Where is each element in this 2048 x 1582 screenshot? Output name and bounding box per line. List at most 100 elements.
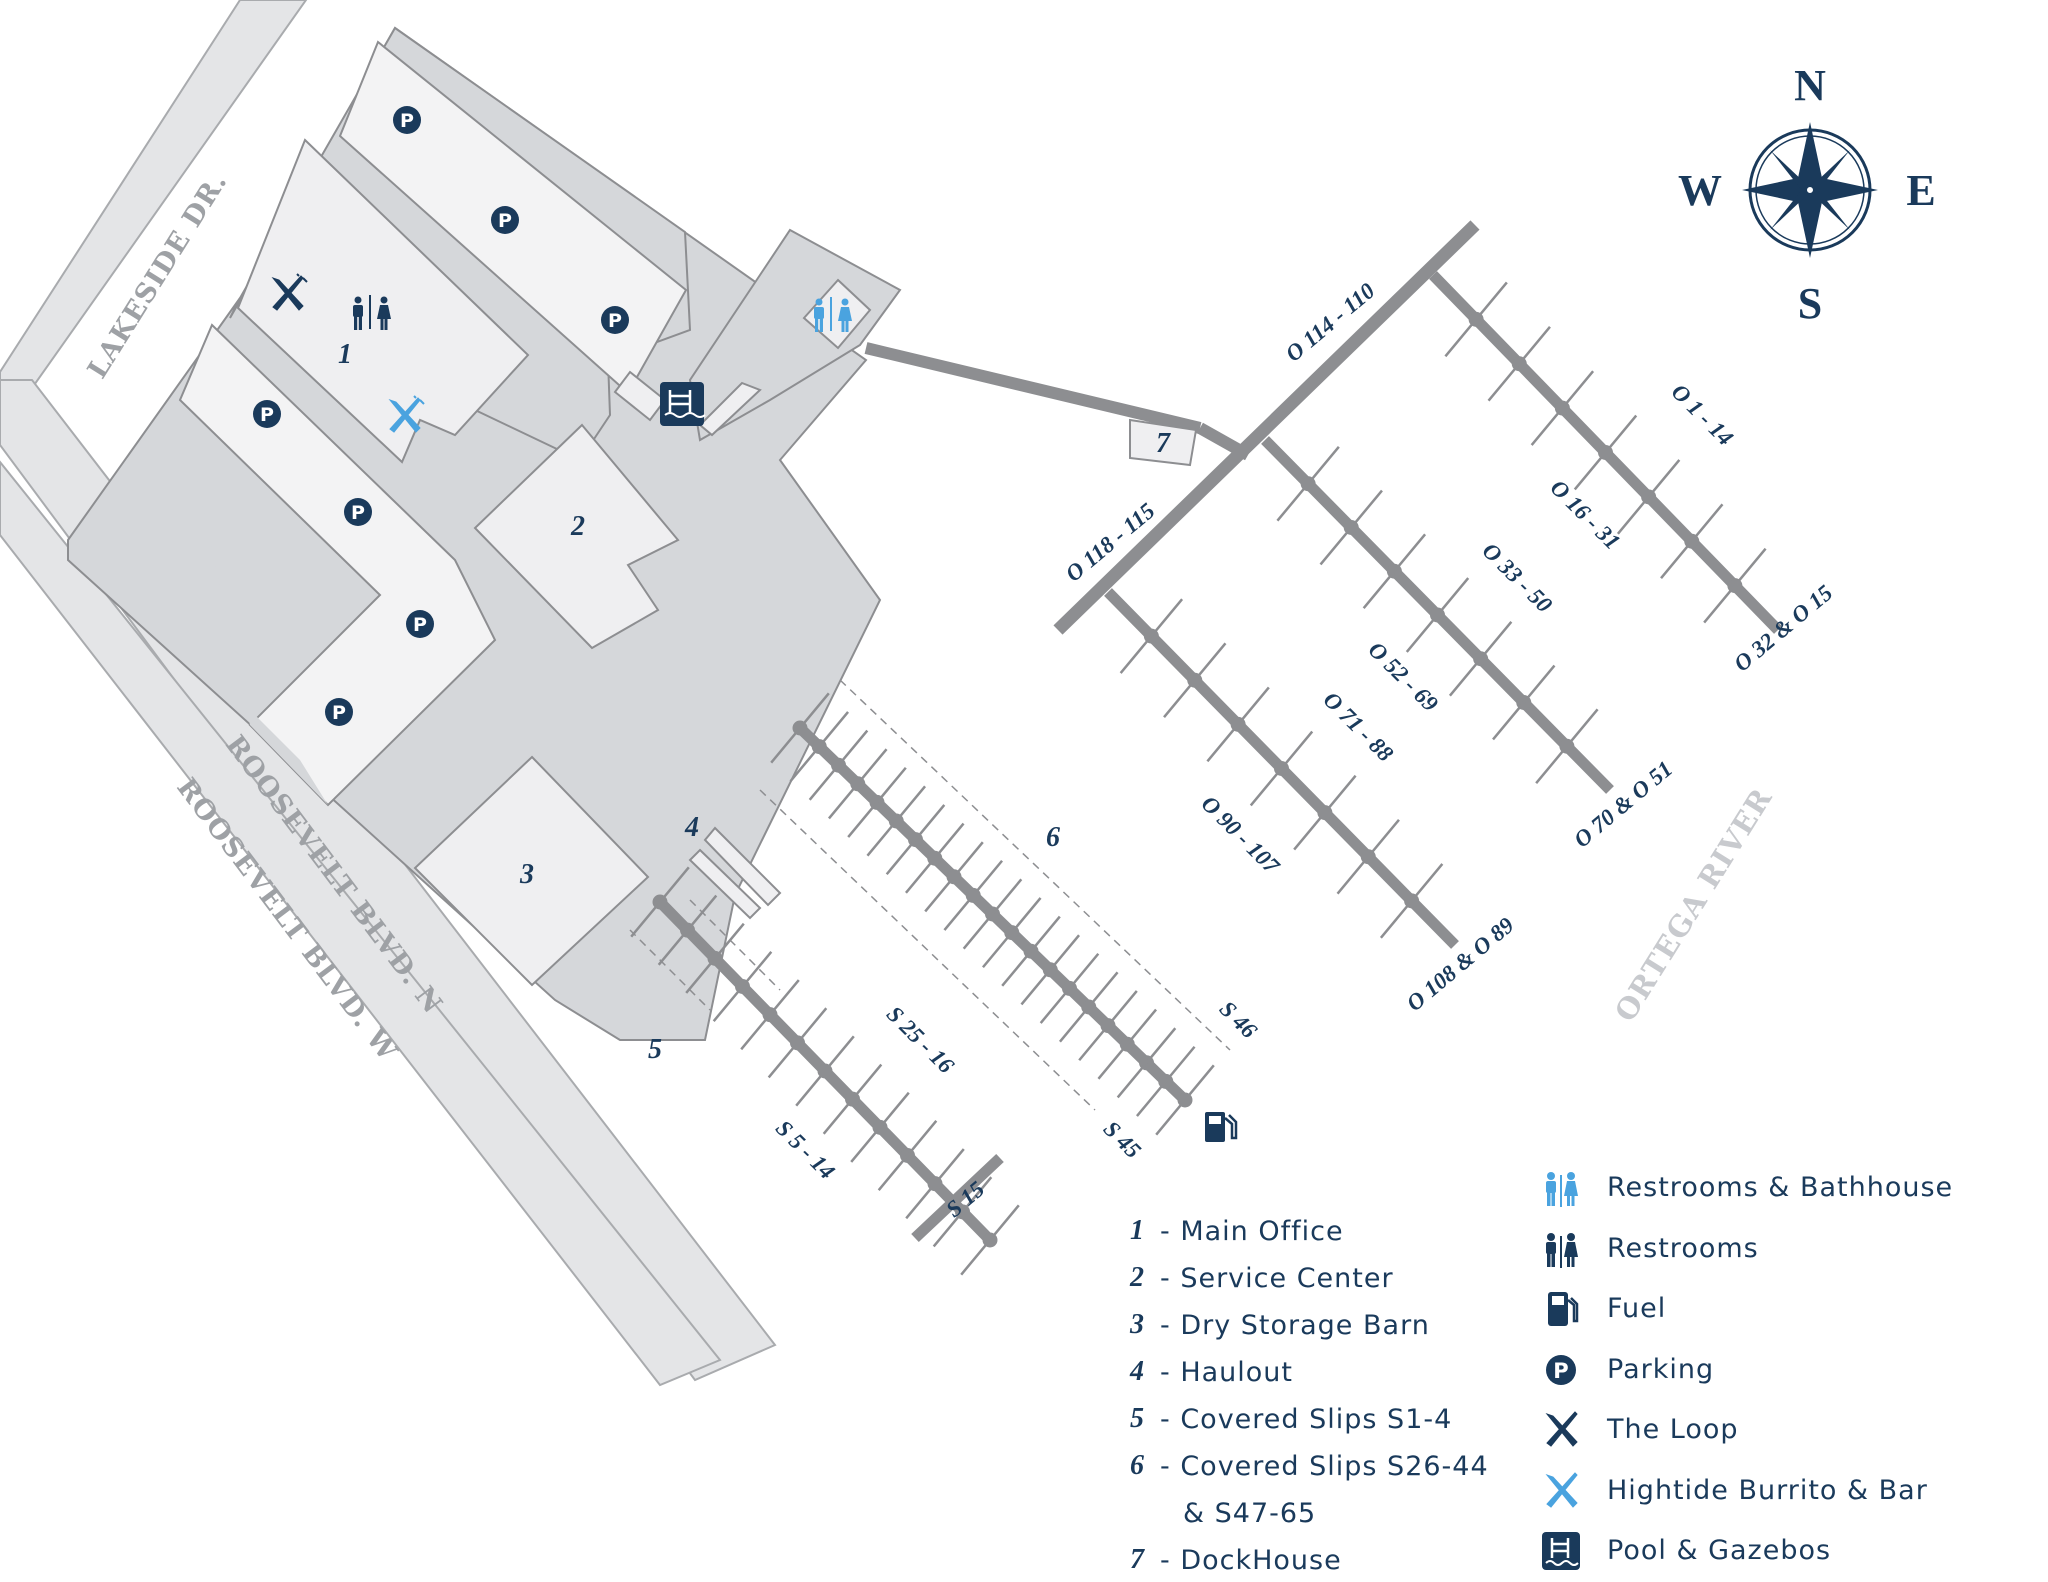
dock-segment	[759, 789, 1096, 1111]
fuel-icon	[1548, 1292, 1579, 1326]
haulout-piers	[688, 826, 782, 920]
dock-segment	[1116, 1027, 1177, 1099]
dock-segment	[866, 785, 927, 857]
dock-segment	[960, 1204, 1020, 1276]
dock-segment	[1001, 915, 1061, 987]
dock-label: O 108 & O 89	[1402, 912, 1519, 1016]
parking-icon	[344, 498, 372, 526]
building-2-number: 2	[570, 511, 585, 542]
restrooms-bathhouse-map-icon	[814, 297, 852, 332]
dock-segment	[1155, 1064, 1215, 1136]
restrooms-icon	[353, 295, 391, 330]
dock-segment	[1530, 370, 1595, 446]
dock-segment	[962, 878, 1023, 950]
pool-map-icon	[660, 382, 706, 426]
legend-label: - Covered Slips S1-4	[1160, 1404, 1453, 1435]
dock-segment	[1616, 459, 1681, 535]
dock-segment	[1379, 863, 1444, 939]
building-dockhouse	[1129, 418, 1198, 467]
building-4-number: 4	[684, 812, 699, 843]
legend-label: - Haulout	[1160, 1357, 1294, 1388]
dock-segment	[630, 866, 690, 938]
dock-segment	[767, 1007, 828, 1079]
dock-segment	[1020, 934, 1081, 1006]
parking-icon	[406, 610, 434, 638]
dock-segment	[712, 951, 773, 1022]
dock-segment	[1039, 952, 1100, 1024]
legend-label: - Main Office	[1160, 1216, 1344, 1247]
dock-segment	[789, 711, 850, 783]
legend-icon-label: Pool & Gazebos	[1607, 1535, 1832, 1566]
dock-segment	[904, 822, 965, 894]
parking-icon	[491, 206, 519, 234]
legend-label: - DockHouse	[1160, 1545, 1342, 1576]
dock-segment	[1206, 686, 1270, 763]
legend-icon-label: Fuel	[1607, 1293, 1667, 1324]
dock-label: S 15	[941, 1176, 989, 1222]
dock-segment	[905, 1148, 965, 1220]
legend-num: 4	[1130, 1356, 1144, 1387]
dock-segment	[740, 979, 800, 1051]
dock-segment	[1053, 220, 1480, 635]
parking-strip-bottom	[180, 400, 328, 805]
legend-icon-label: Restrooms & Bathhouse	[1607, 1172, 1954, 1203]
river-label: ORTEGA RIVER	[1608, 782, 1779, 1028]
legend-label: - Covered Slips S26-44	[1160, 1451, 1489, 1482]
legend-icon-label: The Loop	[1607, 1414, 1739, 1445]
dock-segment	[1078, 990, 1138, 1062]
dock-segment	[657, 894, 718, 966]
dock-segment	[1535, 708, 1599, 785]
dock-segment	[827, 748, 888, 820]
dock-segment	[1573, 414, 1638, 491]
legend-num: 2	[1130, 1262, 1144, 1293]
dock-label: O 114 - 110	[1281, 278, 1380, 367]
building-6-number: 6	[1046, 822, 1060, 853]
dock-label: O 1 - 14	[1667, 379, 1738, 450]
legend-num: 3	[1130, 1309, 1144, 1340]
dock-segment	[685, 922, 745, 994]
dock-segment	[1362, 533, 1427, 610]
dock-segment	[1660, 503, 1724, 580]
dock-segment	[822, 1063, 883, 1135]
dock-label: O 71 - 88	[1319, 687, 1399, 767]
dock-segment	[1405, 577, 1470, 653]
dock-segment	[885, 804, 946, 876]
svg-text:P: P	[1553, 1359, 1568, 1383]
dock-label: O 16 - 31	[1546, 475, 1626, 555]
dock-segment	[943, 859, 1004, 931]
compass-east: E	[1906, 166, 1935, 215]
parking-icon	[393, 106, 421, 134]
legend-num: 6	[1130, 1450, 1144, 1481]
dock-segment	[1336, 818, 1400, 895]
dock-segment	[1119, 598, 1184, 674]
dock-segment	[1135, 1045, 1196, 1117]
dock-label: S 25 - 16	[882, 1001, 959, 1078]
dock-segment	[1249, 730, 1314, 807]
dock-segment	[1444, 281, 1508, 358]
dock-segment	[981, 897, 1042, 969]
dock-segment	[1487, 325, 1551, 402]
dock-label: S 46	[1215, 996, 1262, 1043]
gazebo-structure	[613, 370, 762, 437]
dock-label: S 45	[1099, 1116, 1146, 1163]
restrooms-icon	[1546, 1233, 1578, 1268]
building-dry-storage-barn	[413, 755, 650, 987]
dock-segment	[847, 766, 907, 838]
legend-label: - Dry Storage Barn	[1160, 1310, 1430, 1341]
legend-icon-label: Restrooms	[1607, 1233, 1759, 1264]
building-7-number: 7	[1156, 428, 1171, 459]
dining-light-icon	[1545, 1472, 1578, 1508]
fuel-map-icon	[1205, 1112, 1238, 1142]
legend-num: 5	[1130, 1403, 1144, 1434]
restrooms-bathhouse-icon	[1546, 1172, 1578, 1207]
dock-label: O 90 - 107	[1196, 791, 1285, 880]
compass-west: W	[1678, 166, 1722, 215]
dock-segment	[1163, 642, 1227, 719]
dock-label: O 33 - 50	[1478, 538, 1558, 618]
dock-segment	[877, 1120, 938, 1191]
building-service-center	[473, 423, 680, 650]
dock-segment	[1703, 547, 1767, 624]
compass-rose: N S E W	[1678, 61, 1936, 328]
dock-segment	[795, 1035, 855, 1107]
compass-north: N	[1794, 61, 1826, 110]
